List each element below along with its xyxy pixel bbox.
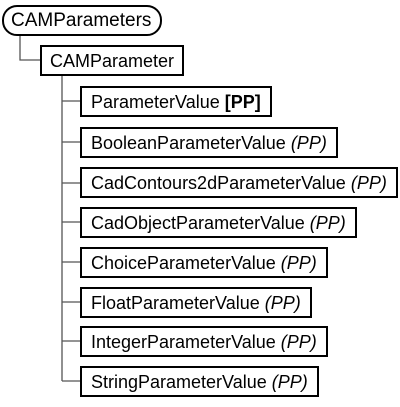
camparameter-label: CAMParameter [50,50,175,71]
cadobjectparametervalue-node: CadObjectParameterValue (PP) [80,207,357,238]
booleanparametervalue-node: BooleanParameterValue (PP) [80,127,338,158]
integerparametervalue-label: IntegerParameterValue [91,331,276,352]
choiceparametervalue-tag: (PP) [280,252,317,273]
booleanparametervalue-tag: (PP) [290,132,327,153]
cadcontours2dparametervalue-node: CadContours2dParameterValue (PP) [80,167,398,198]
stringparametervalue-tag: (PP) [271,371,308,392]
parametervalue-tag: [PP] [224,91,261,112]
parametervalue-label: ParameterValue [91,91,220,112]
cadobjectparametervalue-label: CadObjectParameterValue [91,212,305,233]
integerparametervalue-node: IntegerParameterValue (PP) [80,326,328,357]
camparameter-node: CAMParameter [40,45,185,76]
camparameters-node: CAMParameters [2,5,163,36]
floatparametervalue-node: FloatParameterValue (PP) [80,287,312,318]
floatparametervalue-tag: (PP) [264,292,301,313]
booleanparametervalue-label: BooleanParameterValue [91,132,286,153]
stringparametervalue-label: StringParameterValue [91,371,267,392]
camparameters-label: CAMParameters [11,10,152,31]
parametervalue-node: ParameterValue [PP] [80,86,272,117]
choiceparametervalue-label: ChoiceParameterValue [91,252,276,273]
cadobjectparametervalue-tag: (PP) [309,212,346,233]
stringparametervalue-node: StringParameterValue (PP) [80,366,319,397]
cadcontours2dparametervalue-label: CadContours2dParameterValue [91,172,346,193]
integerparametervalue-tag: (PP) [280,331,317,352]
floatparametervalue-label: FloatParameterValue [91,292,260,313]
choiceparametervalue-node: ChoiceParameterValue (PP) [80,247,328,278]
cadcontours2dparametervalue-tag: (PP) [350,172,387,193]
